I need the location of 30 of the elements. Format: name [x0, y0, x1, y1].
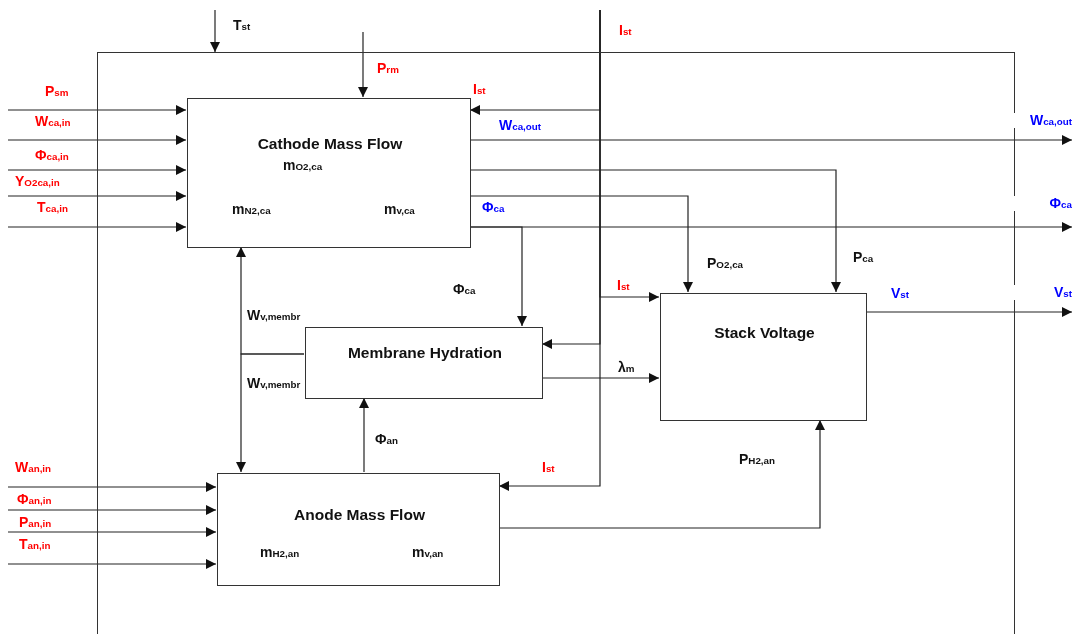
arrow	[236, 353, 305, 473]
process-block	[217, 473, 500, 586]
arrow	[7, 222, 187, 232]
arrow	[7, 165, 187, 175]
arrow	[359, 397, 369, 473]
arrow	[498, 419, 825, 529]
arrow	[7, 505, 217, 515]
arrow	[7, 135, 187, 145]
block-title: Cathode Mass Flow	[256, 135, 404, 153]
block-title: Stack Voltage	[713, 324, 816, 342]
system-boundary-box	[97, 52, 1015, 634]
arrow	[469, 226, 527, 327]
process-block	[305, 327, 543, 399]
arrow	[7, 482, 217, 492]
block-title: Anode Mass Flow	[293, 506, 426, 524]
arrow	[7, 105, 187, 115]
process-block	[660, 293, 867, 421]
arrow	[358, 31, 368, 98]
arrow	[210, 9, 220, 53]
arrow	[7, 559, 217, 569]
arrow	[469, 195, 693, 293]
arrow	[7, 191, 187, 201]
block-title: Membrane Hydration	[346, 344, 504, 362]
arrow	[469, 135, 1073, 145]
process-block	[187, 98, 471, 248]
arrow	[865, 307, 1073, 317]
arrow	[541, 373, 660, 383]
arrow	[498, 9, 601, 491]
arrow	[469, 169, 841, 293]
arrow	[7, 527, 217, 537]
